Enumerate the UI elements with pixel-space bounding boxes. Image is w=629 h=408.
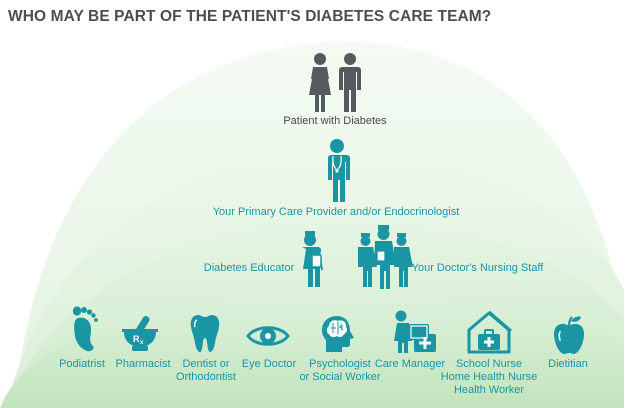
- primary-care-label: Your Primary Care Provider and/or Endocr…: [212, 206, 460, 218]
- tier-specialist-arc: [0, 296, 624, 408]
- dentist-label: Dentist or Orthodontist: [176, 358, 236, 383]
- doctor-icon: [323, 138, 351, 204]
- brain-head-icon: [320, 314, 356, 354]
- patient-couple-icon: [304, 52, 366, 114]
- tooth-icon: [190, 313, 220, 353]
- care-manager-label: Care Manager: [374, 358, 446, 370]
- diabetes-educator-label: Diabetes Educator: [203, 262, 295, 274]
- rx-glyph: R: [133, 334, 140, 344]
- mortar-pestle-icon: R x: [120, 313, 160, 353]
- nurse-educator-icon: [296, 229, 326, 289]
- foot-icon: [68, 306, 102, 352]
- pharmacist-label: Pharmacist: [115, 358, 171, 370]
- eye-icon: [246, 322, 290, 350]
- dietitian-label: Dietitian: [548, 358, 588, 370]
- svg-text:x: x: [140, 340, 144, 346]
- psychologist-label: Psychologist or Social Worker: [299, 358, 381, 383]
- nursing-staff-label: Your Doctor's Nursing Staff: [411, 262, 544, 274]
- eye-doctor-label: Eye Doctor: [241, 358, 297, 370]
- apple-icon: [552, 314, 586, 356]
- house-medical-icon: [466, 310, 512, 354]
- nursing-staff-icon: [354, 223, 414, 291]
- school-nurse-label: School Nurse Home Health Nurse Health Wo…: [440, 358, 538, 396]
- page-title: WHO MAY BE PART OF THE PATIENT'S DIABETE…: [8, 8, 492, 25]
- podiatrist-label: Podiatrist: [59, 358, 105, 370]
- patient-label: Patient with Diabetes: [283, 115, 387, 127]
- care-manager-icon: [390, 310, 436, 354]
